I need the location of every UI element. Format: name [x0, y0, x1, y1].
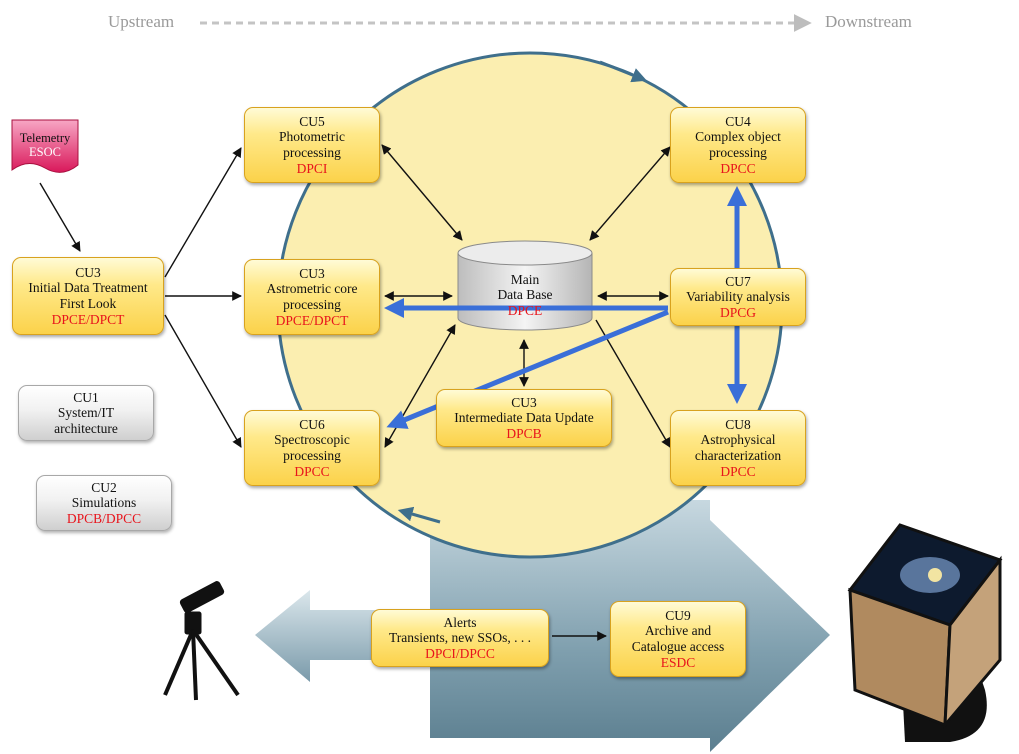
box-title: CU3	[299, 265, 325, 281]
box-title: CU5	[299, 113, 325, 129]
box-dpc: DPCE/DPCT	[275, 312, 349, 328]
box-title: CU3	[75, 264, 101, 280]
telemetry-node: Telemetry ESOC	[12, 126, 78, 164]
box-line: Transients, new SSOs, . . .	[388, 630, 532, 646]
telemetry-flag	[11, 119, 79, 173]
telemetry-label: Telemetry	[19, 130, 71, 145]
box-line: processing	[283, 448, 341, 463]
box-line: Astrophysical	[700, 432, 776, 448]
box-dpc: DPCB/DPCC	[66, 510, 142, 526]
box-dpc: DPCC	[720, 463, 756, 479]
cu3-intermediate-data-update-box: CU3 Intermediate Data Update DPCB	[436, 389, 612, 447]
box-line: Initial Data Treatment	[28, 280, 148, 296]
downstream-label: Downstream	[825, 12, 912, 31]
cu9-box: CU9 Archive and Catalogue access ESDC	[610, 601, 746, 677]
box-title: CU4	[725, 113, 751, 129]
box-line: processing	[283, 297, 341, 312]
box-title: CU8	[725, 416, 751, 432]
box-dpc: DPCG	[719, 304, 756, 320]
box-dpc: DPCI	[296, 160, 328, 176]
box-line: architecture	[54, 420, 118, 436]
box-line: System/IT	[57, 405, 115, 421]
cu3-initial-data-treatment-box: CU3 Initial Data Treatment First Look DP…	[12, 257, 164, 335]
box-line: processing	[283, 145, 341, 160]
telemetry-sub: ESOC	[29, 145, 61, 159]
box-title: CU6	[299, 416, 325, 432]
cu5-box: CU5 Photometric processing DPCI	[244, 107, 380, 183]
cu8-box: CU8 Astrophysical characterization DPCC	[670, 410, 806, 486]
main-database-node: Main Data Base DPCE	[458, 268, 592, 322]
box-dpc: DPCE	[507, 302, 543, 318]
database-cylinder	[457, 240, 593, 331]
box-dpc: DPCC	[294, 463, 330, 479]
box-title: Alerts	[443, 614, 477, 630]
box-line: Data Base	[497, 287, 553, 303]
box-line: Catalogue access	[631, 639, 725, 654]
box-dpc: DPCE/DPCT	[51, 311, 125, 327]
cu1-box: CU1 System/IT architecture	[18, 385, 154, 441]
box-title: CU9	[665, 607, 691, 623]
alerts-box: Alerts Transients, new SSOs, . . . DPCI/…	[371, 609, 549, 667]
box-title: CU3	[511, 394, 537, 410]
box-line: Astrometric core	[266, 281, 358, 297]
box-title: CU1	[73, 389, 99, 405]
box-dpc: DPCC	[720, 160, 756, 176]
box-title: CU7	[725, 273, 751, 289]
cu3-astrometric-core-box: CU3 Astrometric core processing DPCE/DPC…	[244, 259, 380, 335]
data-cube-icon	[847, 523, 1003, 742]
telescope-icon	[163, 581, 240, 701]
cu6-box: CU6 Spectroscopic processing DPCC	[244, 410, 380, 486]
box-line: First Look	[59, 296, 117, 311]
box-line: Simulations	[71, 495, 137, 511]
box-line: Archive and	[644, 623, 712, 639]
box-title: Main	[510, 271, 540, 287]
box-title: CU2	[91, 479, 117, 495]
box-line: Complex object	[695, 129, 781, 145]
box-line: processing	[709, 145, 767, 160]
box-dpc: ESDC	[660, 654, 696, 670]
box-dpc: DPCB	[506, 425, 542, 441]
upstream-label: Upstream	[108, 12, 175, 31]
box-line: Intermediate Data Update	[454, 410, 594, 426]
box-line: Spectroscopic	[274, 432, 350, 448]
cu2-box: CU2 Simulations DPCB/DPCC	[36, 475, 172, 531]
cu7-box: CU7 Variability analysis DPCG	[670, 268, 806, 326]
box-line: Variability analysis	[686, 289, 790, 305]
box-dpc: DPCI/DPCC	[425, 645, 495, 661]
box-line: characterization	[694, 448, 782, 463]
cu4-box: CU4 Complex object processing DPCC	[670, 107, 806, 183]
box-line: Photometric	[279, 129, 345, 145]
